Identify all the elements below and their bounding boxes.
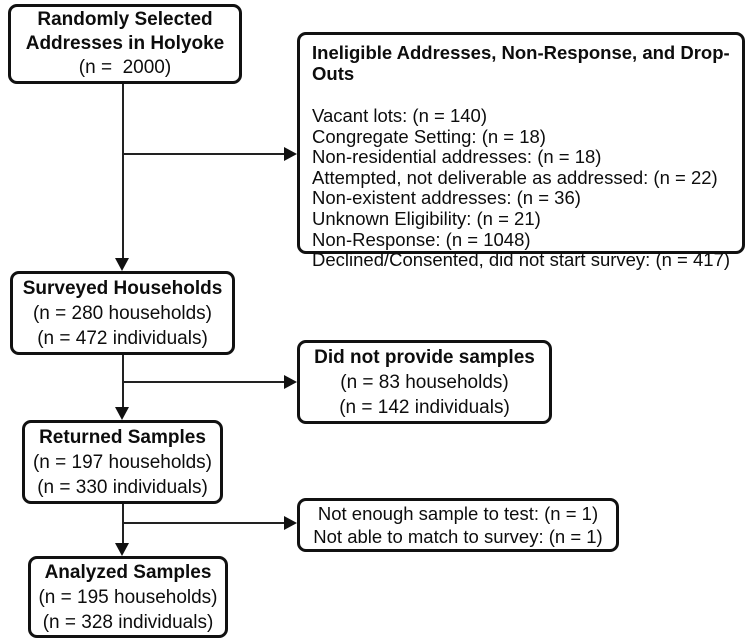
n-households: (n = 280 households): [32, 302, 213, 324]
n-households: (n = 195 households): [38, 586, 218, 608]
arrowhead-down-icon: [115, 258, 129, 271]
n-individuals: (n = 328 individuals): [42, 611, 214, 633]
arrowhead-right-icon: [284, 146, 297, 161]
box-randomly-selected-addresses: Randomly Selected Addresses in Holyoke (…: [8, 4, 242, 84]
exclusion-not-enough-sample: Not enough sample to test: (n = 1): [317, 503, 599, 524]
arrowhead-right-icon: [284, 374, 297, 389]
exclusion-not-matched: Not able to match to survey: (n = 1): [313, 526, 603, 547]
connector-returned-to-analyzed: [121, 504, 124, 544]
connector-to-sample-exclusions: [123, 521, 284, 524]
list-item-non-response: Non-Response: (n = 1048): [312, 228, 531, 250]
connector-to-ineligible: [123, 152, 284, 155]
box-returned-samples: Returned Samples (n = 197 households) (n…: [22, 420, 223, 504]
connector-start-to-surveyed: [121, 84, 124, 259]
list-item-non-residential: Non-residential addresses: (n = 18): [312, 146, 602, 168]
box-title: Analyzed Samples: [44, 561, 212, 583]
list-item-congregate-setting: Congregate Setting: (n = 18): [312, 125, 546, 147]
list-item-not-deliverable: Attempted, not deliverable as addressed:…: [312, 166, 718, 188]
box-surveyed-households: Surveyed Households (n = 280 households)…: [10, 271, 235, 355]
n-households: (n = 197 households): [32, 451, 213, 473]
box-analyzed-samples: Analyzed Samples (n = 195 households) (n…: [28, 556, 228, 638]
box-title: Ineligible Addresses, Non-Response, and …: [312, 42, 730, 84]
list-item-unknown-eligibility: Unknown Eligibility: (n = 21): [312, 207, 541, 229]
n-individuals: (n = 330 individuals): [37, 476, 208, 498]
n-individuals: (n = 472 individuals): [37, 327, 208, 349]
n-total: (n = 2000): [78, 57, 172, 78]
list-item-non-existent: Non-existent addresses: (n = 36): [312, 187, 581, 209]
box-sample-exclusions: Not enough sample to test: (n = 1) Not a…: [297, 498, 619, 552]
list-item-vacant-lots: Vacant lots: (n = 140): [312, 105, 487, 126]
box-did-not-provide-samples: Did not provide samples (n = 83 househol…: [297, 340, 552, 424]
box-title: Surveyed Households: [22, 277, 223, 299]
arrowhead-down-icon: [115, 407, 129, 420]
connector-to-did-not-provide: [123, 380, 284, 383]
connector-surveyed-to-returned: [121, 355, 124, 408]
box-title: Did not provide samples: [314, 346, 535, 368]
arrowhead-down-icon: [115, 543, 129, 556]
box-title: Randomly Selected Addresses in Holyoke: [25, 9, 225, 54]
n-individuals: (n = 142 individuals): [339, 396, 510, 418]
box-title: Returned Samples: [39, 426, 206, 448]
list-item-declined-consented: Declined/Consented, did not start survey…: [312, 249, 731, 271]
arrowhead-right-icon: [284, 515, 297, 530]
box-ineligible-addresses: Ineligible Addresses, Non-Response, and …: [297, 32, 745, 270]
n-households: (n = 83 households): [340, 371, 509, 393]
